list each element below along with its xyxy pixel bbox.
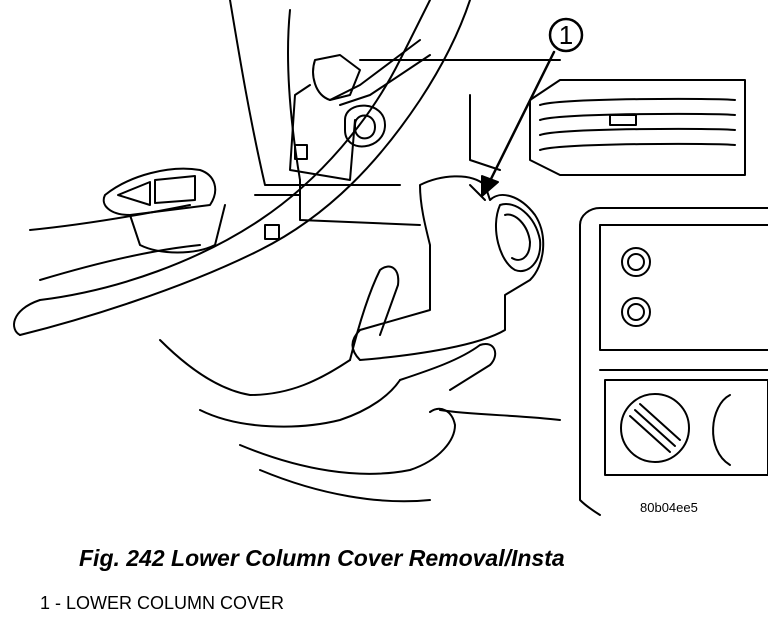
legend-item: 1 - LOWER COLUMN COVER (40, 593, 285, 613)
steering-wheel (13, 0, 471, 336)
lower-column-cover (351, 175, 545, 361)
center-console (579, 207, 768, 516)
dashboard-upper (229, 0, 561, 226)
callout-1: 1 (481, 17, 584, 197)
callout-number: 1 (559, 20, 573, 50)
column-cover-illustration: 1 80b04ee5 (13, 0, 768, 516)
technician-hands (159, 265, 561, 503)
figure-caption: Fig. 242 Lower Column Cover Removal/Inst… (79, 545, 565, 571)
air-vent (529, 79, 746, 176)
ignition-housing (289, 39, 431, 181)
image-code: 80b04ee5 (640, 500, 698, 515)
switch-pod (102, 167, 280, 254)
figure-legend: 1 - LOWER COLUMN COVER (40, 593, 284, 614)
